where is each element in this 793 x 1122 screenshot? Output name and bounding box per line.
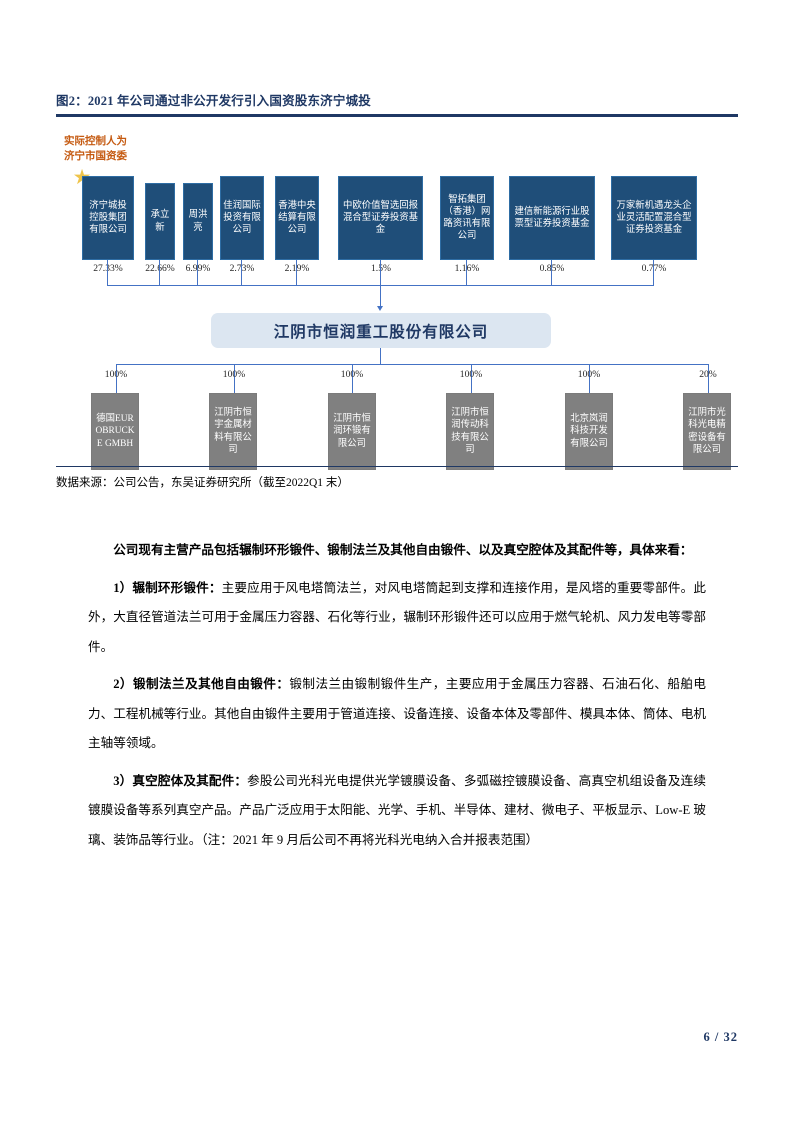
subsidiary-name: 江阴市光科光电精密设备有限公司 [688, 407, 726, 455]
product-label-2: 2）锻制法兰及其他自由锻件： [113, 677, 290, 691]
subsidiary-name: 北京岚润科技开发有限公司 [570, 413, 608, 449]
product-text-1: 主要应用于风电塔筒法兰，对风电塔筒起到支撑和连接作用，是风塔的重要零部件。此外，… [88, 580, 707, 654]
subsidiary-percent: 100% [577, 369, 601, 380]
connector-line-to-company [380, 285, 382, 307]
product-paragraph-1: 1）辗制环形锻件：主要应用于风电塔筒法兰，对风电塔筒起到支撑和连接作用，是风塔的… [88, 574, 706, 663]
lead-paragraph: 公司现有主营产品包括辗制环形锻件、锻制法兰及其他自由锻件、以及真空腔体及其配件等… [113, 543, 693, 557]
shareholder-name: 承立新 [150, 210, 170, 233]
body-copy: 公司现有主营产品包括辗制环形锻件、锻制法兰及其他自由锻件、以及真空腔体及其配件等… [88, 536, 706, 863]
figure-caption-text: 图2：2021 年公司通过非公开发行引入国资股东济宁城投 [56, 94, 371, 108]
connector-line [296, 260, 298, 285]
connector-line [466, 260, 468, 285]
connector-line [159, 260, 161, 285]
page-number: 6 / 32 [703, 1030, 738, 1044]
subsidiary-box: 江阴市光科光电精密设备有限公司 [683, 393, 731, 470]
subsidiary-percent: 100% [222, 369, 246, 380]
shareholder-name: 济宁城投控股集团有限公司 [89, 200, 127, 236]
arrow-down-icon [376, 306, 383, 311]
subsidiary-percent: 100% [104, 369, 128, 380]
subsidiary-name: 江阴市恒润环锻有限公司 [333, 413, 371, 449]
shareholder-box: 佳润国际投资有限公司 [220, 176, 264, 260]
product-label-1: 1）辗制环形锻件： [113, 580, 222, 595]
connector-line [107, 260, 109, 285]
connector-line [234, 364, 236, 394]
subsidiary-percent: 100% [340, 369, 364, 380]
shareholder-box: 香港中央结算有限公司 [275, 176, 319, 260]
subsidiary-name: 江阴市恒润传动科技有限公司 [451, 407, 489, 455]
shareholder-name: 周洪亮 [188, 210, 208, 233]
shareholder-name: 智拓集团（香港）网路资讯有限公司 [443, 194, 491, 242]
subsidiary-name: 江阴市恒宇金属材料有限公司 [214, 407, 252, 455]
subsidiary-box: 北京岚润科技开发有限公司 [565, 393, 613, 470]
actual-controller-note-line1: 实际控制人为 [64, 136, 127, 147]
company-box: 江阴市恒润重工股份有限公司 [211, 313, 551, 348]
subsidiary-box: 德国EUROBRUCKE GMBH [91, 393, 139, 470]
shareholder-box: 智拓集团（香港）网路资讯有限公司 [440, 176, 494, 260]
caption-divider-rule [56, 114, 738, 117]
figure-caption-block: 图2：2021 年公司通过非公开发行引入国资股东济宁城投 [56, 90, 738, 117]
figure-bottom-rule [56, 466, 738, 467]
connector-line [380, 260, 382, 285]
product-label-3: 3）真空腔体及其配件： [113, 773, 248, 788]
connector-line [116, 364, 118, 394]
actual-controller-note: 实际控制人为 济宁市国资委 [64, 134, 127, 164]
product-paragraph-2: 2）锻制法兰及其他自由锻件：锻制法兰由锻制锻件生产，主要应用于金属压力容器、石油… [88, 670, 706, 759]
shareholder-name: 香港中央结算有限公司 [278, 200, 316, 236]
subsidiary-percent: 100% [459, 369, 483, 380]
product-text-3: 参股公司光科光电提供光学镀膜设备、多弧磁控镀膜设备、高真空机组设备及连续镀膜设备… [88, 773, 707, 847]
shareholder-box: 建信新能源行业股票型证券投资基金 [509, 176, 595, 260]
shareholder-box: 万家新机遇龙头企业灵活配置混合型证券投资基金 [611, 176, 697, 260]
subsidiary-name: 德国EUROBRUCKE GMBH [95, 413, 135, 449]
shareholder-box: 中欧价值智选回报混合型证券投资基金 [338, 176, 423, 260]
product-paragraph-3: 3）真空腔体及其配件：参股公司光科光电提供光学镀膜设备、多弧磁控镀膜设备、高真空… [88, 767, 706, 856]
connector-bus-subsidiaries [116, 364, 708, 366]
shareholder-name: 万家新机遇龙头企业灵活配置混合型证券投资基金 [616, 200, 692, 236]
product-text-2: 锻制法兰由锻制锻件生产，主要应用于金属压力容器、石油石化、船舶电力、工程机械等行… [88, 677, 707, 750]
shareholder-box: 济宁城投控股集团有限公司 [82, 176, 134, 260]
connector-line [471, 364, 473, 394]
shareholder-name: 佳润国际投资有限公司 [223, 200, 261, 236]
company-name: 江阴市恒润重工股份有限公司 [273, 323, 489, 341]
shareholder-box: 周洪亮 [183, 183, 213, 260]
connector-line [197, 260, 199, 285]
shareholder-name: 建信新能源行业股票型证券投资基金 [514, 206, 590, 229]
subsidiary-box: 江阴市恒润环锻有限公司 [328, 393, 376, 470]
connector-line [551, 260, 553, 285]
connector-line-from-company [380, 348, 382, 365]
subsidiary-box: 江阴市恒润传动科技有限公司 [446, 393, 494, 470]
connector-line [241, 260, 243, 285]
ownership-structure-diagram: 实际控制人为 济宁市国资委 ★ 济宁城投控股集团有限公司 承立新 周洪亮 佳润国… [56, 120, 738, 470]
connector-line [589, 364, 591, 394]
connector-line [708, 364, 710, 394]
actual-controller-note-line2: 济宁市国资委 [64, 151, 127, 162]
connector-line [653, 260, 655, 285]
shareholder-name: 中欧价值智选回报混合型证券投资基金 [342, 200, 418, 236]
subsidiary-percent: 20% [699, 369, 717, 380]
shareholder-box: 承立新 [145, 183, 175, 260]
subsidiary-box: 江阴市恒宇金属材料有限公司 [209, 393, 257, 470]
source-note: 数据来源：公司公告，东吴证券研究所（截至2022Q1 末） [56, 477, 349, 489]
connector-line [352, 364, 354, 394]
